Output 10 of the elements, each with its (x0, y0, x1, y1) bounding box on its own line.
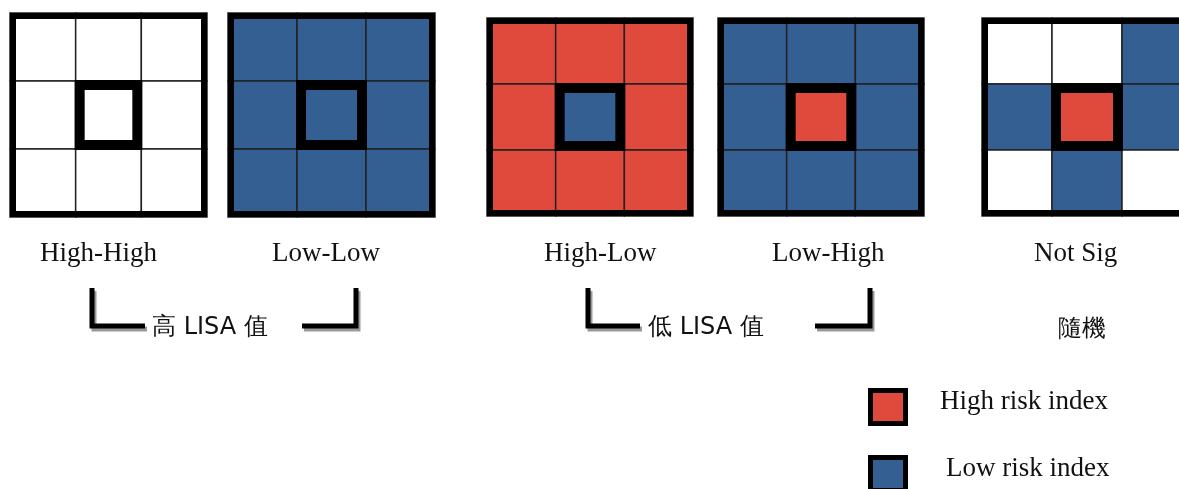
bracket-label: 高 LISA 值 (152, 311, 268, 342)
bracket-label: 低 LISA 值 (648, 311, 764, 342)
grid-caption: Low-High (772, 236, 885, 268)
bracket-label: 隨機 (1058, 313, 1106, 344)
legend-label: High risk index (940, 384, 1108, 416)
grid-caption: Not Sig (1034, 236, 1118, 268)
grid-caption: Low-Low (272, 236, 380, 268)
grid-caption: High-High (40, 236, 157, 268)
grid-caption: High-Low (544, 236, 657, 268)
legend-label: Low risk index (946, 451, 1110, 483)
